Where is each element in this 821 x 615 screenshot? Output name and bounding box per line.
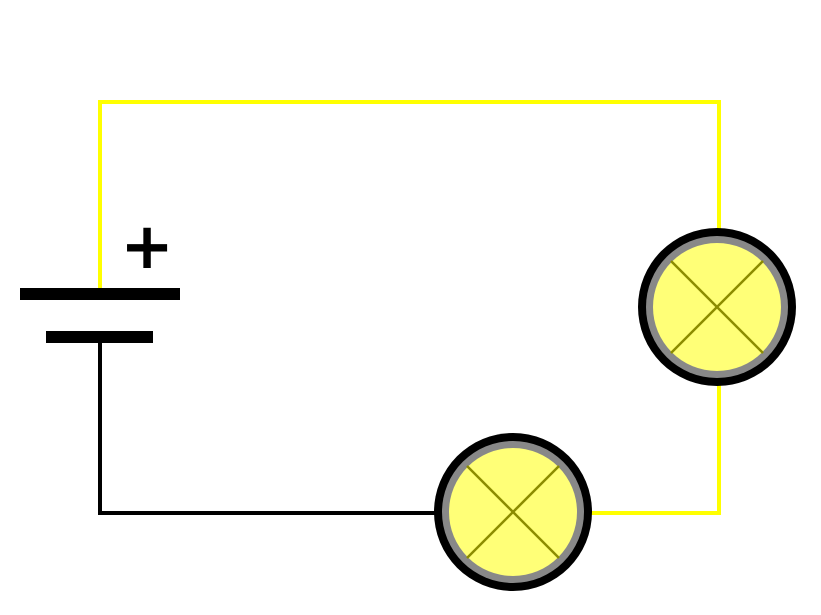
wire-bottom bbox=[98, 342, 440, 515]
bulb-right bbox=[638, 228, 796, 386]
battery-positive-label: + bbox=[120, 210, 174, 284]
bulb-right-cross-b bbox=[670, 260, 764, 354]
bulb-bottom bbox=[434, 433, 592, 591]
battery-positive-plate bbox=[20, 288, 180, 300]
battery-negative-plate bbox=[46, 331, 153, 343]
battery: + bbox=[20, 210, 180, 343]
wire-top bbox=[98, 100, 721, 288]
wire-right-bottom bbox=[586, 382, 721, 515]
bulb-bottom-cross-b bbox=[466, 465, 560, 559]
